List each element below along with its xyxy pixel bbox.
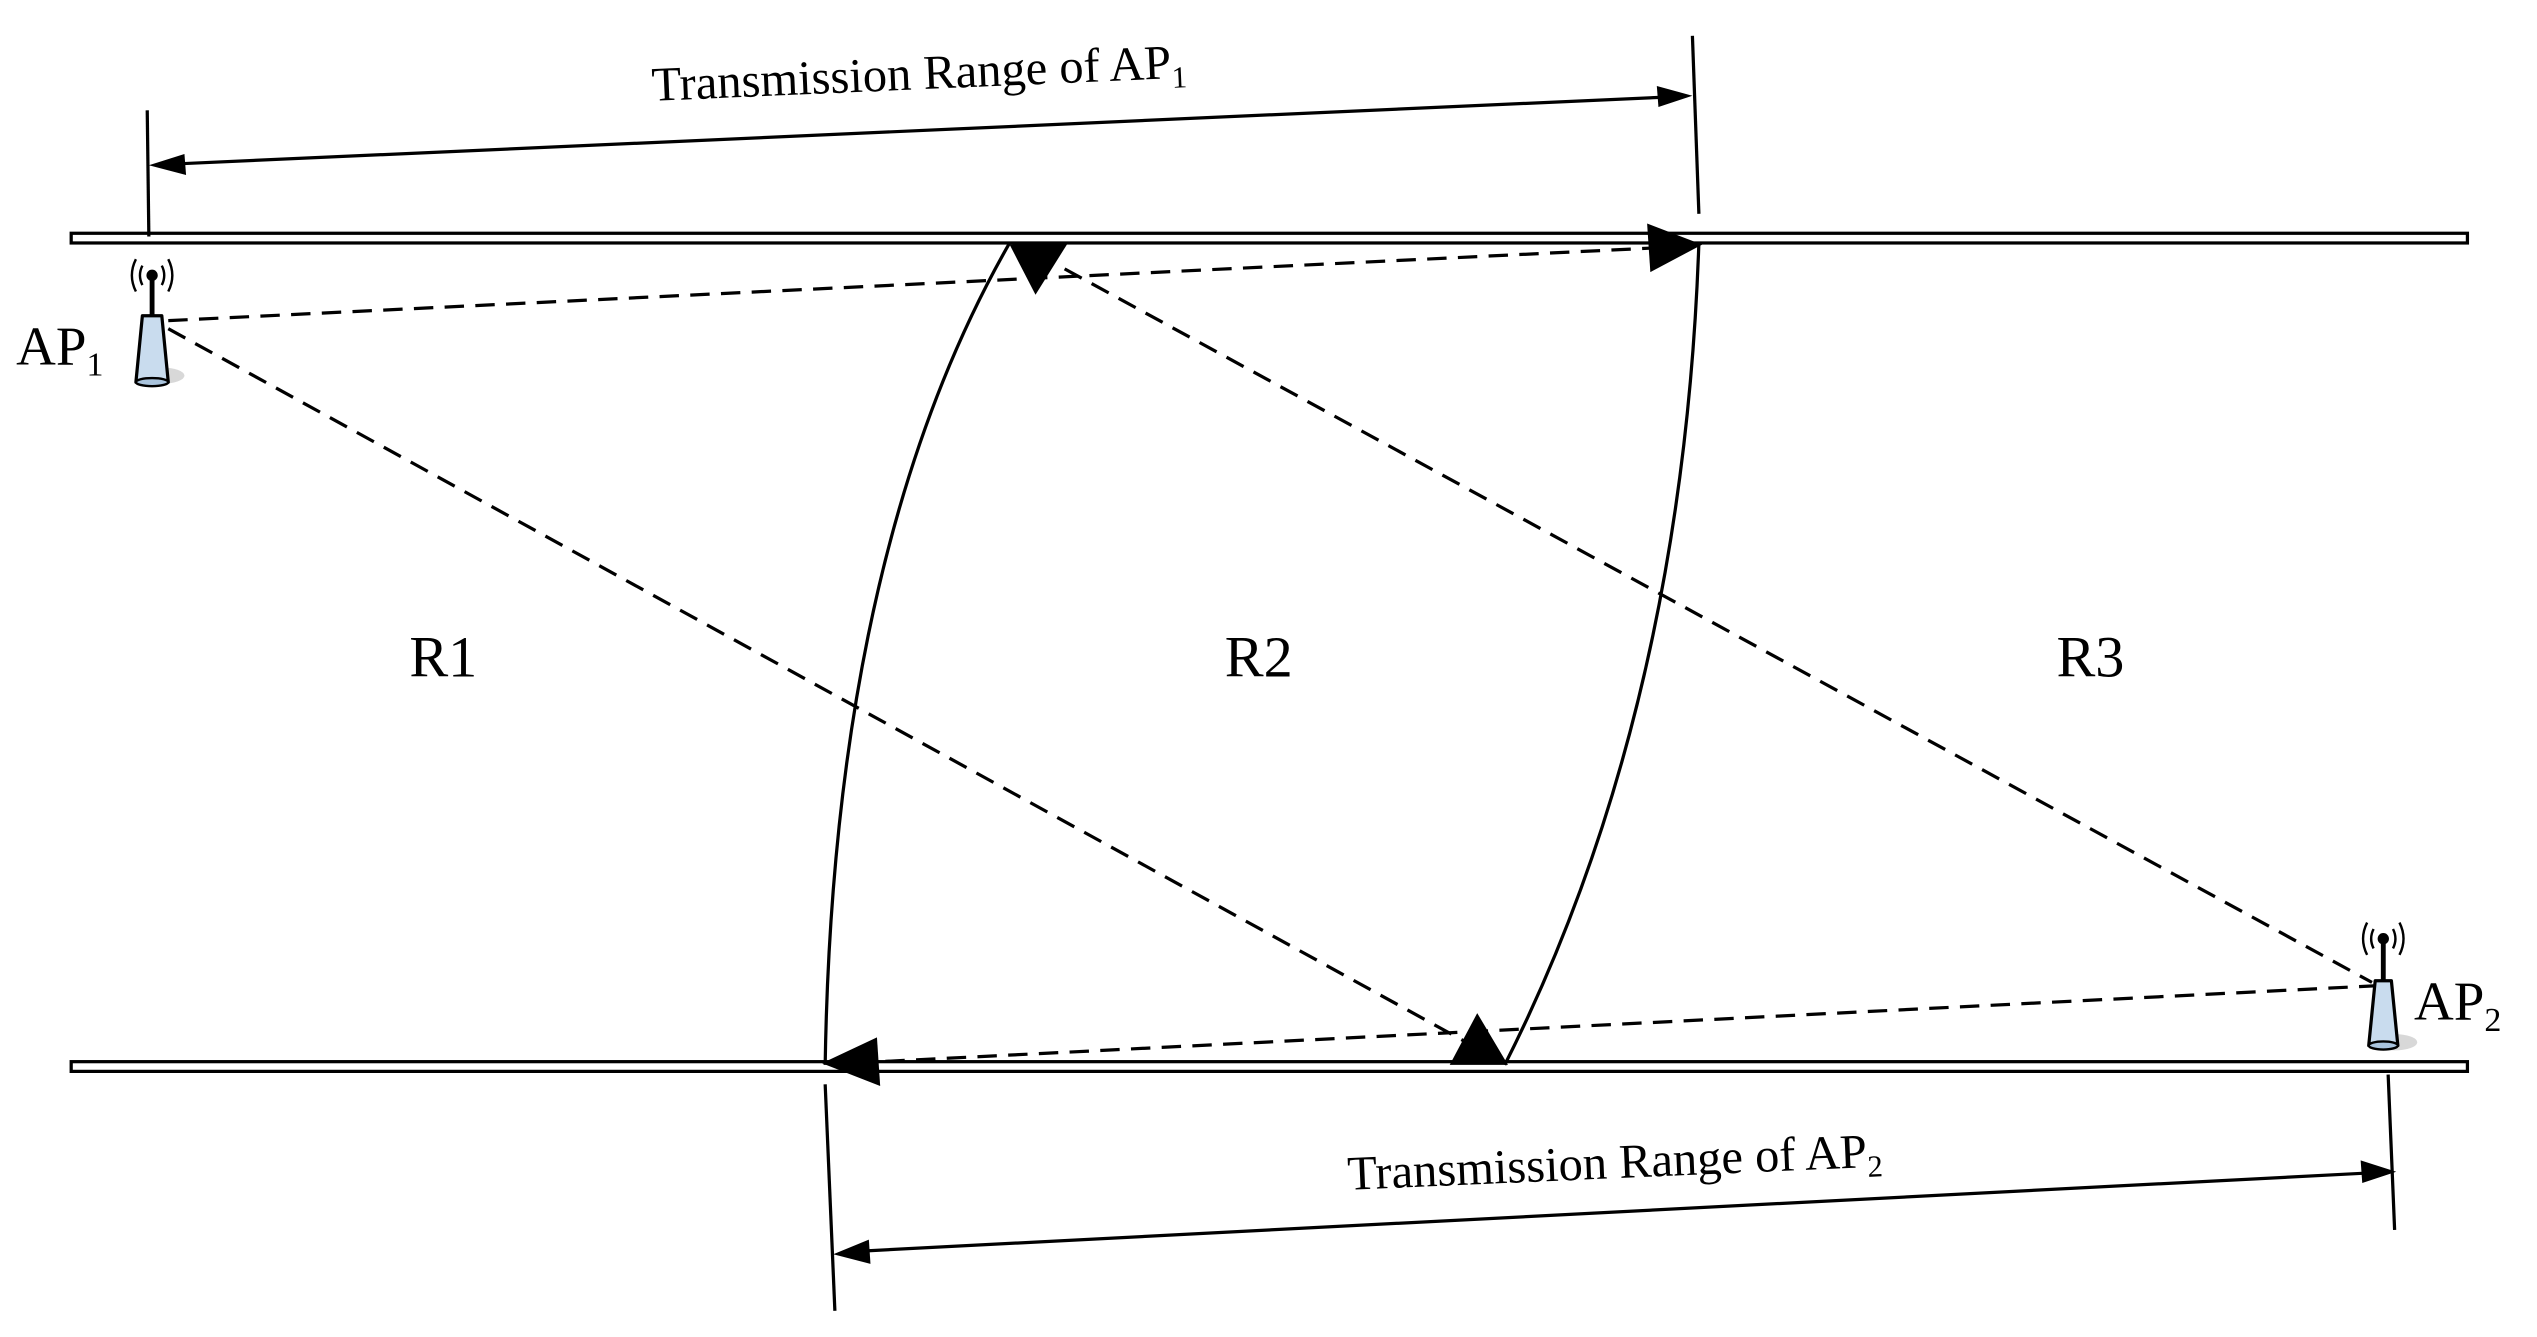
range2-label: Transmission Range of AP2 [1346, 1125, 1883, 1207]
arrowhead-ap1-bottom [1449, 1013, 1508, 1065]
arrowhead-range1-edge [1647, 223, 1703, 273]
wireless-access-point-icon [2361, 921, 2418, 1051]
range2-boundary-lines [823, 1074, 2397, 1311]
range2-dimension-arrow [833, 1160, 2397, 1264]
ap2-label-text: AP [2414, 971, 2484, 1032]
range1-coverage-arc [1503, 242, 1701, 1066]
range1-dimension-arrow [148, 86, 1693, 176]
arrowhead-ap1-top [1009, 242, 1068, 295]
wireless-access-point-icon [130, 258, 185, 388]
ap2-label: AP2 [2414, 971, 2501, 1039]
range1-label-text: Transmission Range of AP [651, 36, 1173, 112]
arrowhead-range2-edge [821, 1037, 881, 1086]
range1-boundary-lines [145, 35, 1701, 237]
range1-label: Transmission Range of AP1 [651, 36, 1188, 118]
road-top [69, 231, 2470, 245]
range2-label-text: Transmission Range of AP [1346, 1125, 1868, 1201]
ap1-device: AP1 [16, 258, 185, 388]
region-r3-label: R3 [2056, 625, 2124, 690]
ap1-label-text: AP [16, 315, 86, 376]
range1-label-sub: 1 [1171, 60, 1188, 95]
ap1-label-sub: 1 [86, 347, 103, 384]
arrowheads [821, 223, 1703, 1086]
region-r1-label: R1 [409, 625, 477, 690]
ap1-label: AP1 [16, 315, 103, 383]
range2-coverage-arc [823, 242, 1012, 1065]
ap2-label-sub: 2 [2484, 1002, 2501, 1039]
ap2-device: AP2 [2361, 921, 2501, 1051]
signal-paths [167, 246, 2379, 1064]
region-r2-label: R2 [1225, 625, 1293, 690]
road-bottom [69, 1060, 2470, 1073]
range2-label-sub: 2 [1867, 1149, 1884, 1184]
